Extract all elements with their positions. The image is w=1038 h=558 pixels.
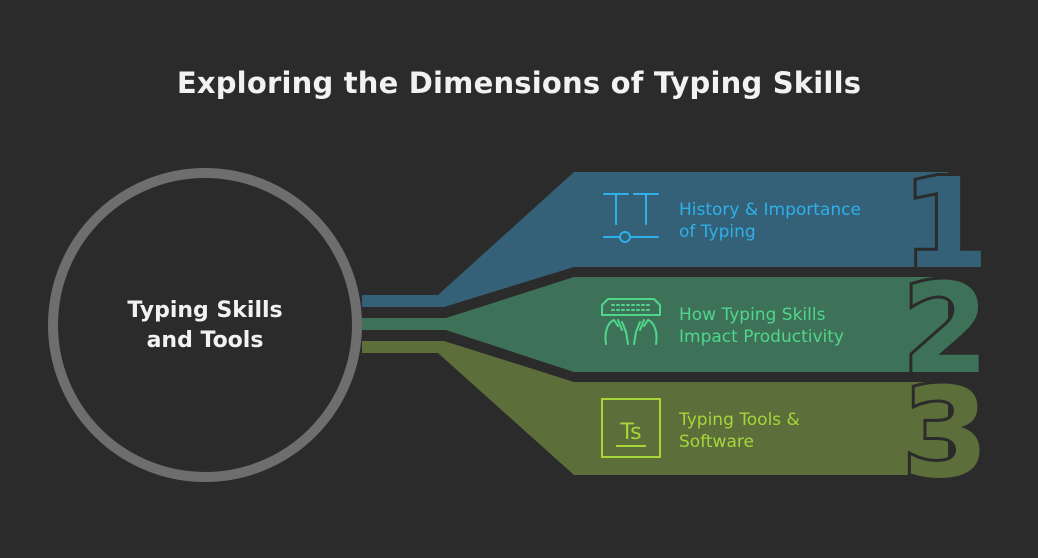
item-3-line2: Software xyxy=(679,432,754,452)
item-1-label: History & Importance of Typing xyxy=(679,199,899,243)
keyboard-hands-icon xyxy=(601,298,661,345)
item-2-label: How Typing Skills Impact Productivity xyxy=(679,304,899,348)
item-3-label: Typing Tools & Software xyxy=(679,409,899,453)
svg-text:Ts: Ts xyxy=(619,420,641,445)
band-3 xyxy=(362,341,948,475)
diagram-title: Exploring the Dimensions of Typing Skill… xyxy=(176,66,862,100)
center-label: Typing Skills and Tools xyxy=(95,296,315,356)
center-label-line1: Typing Skills xyxy=(127,298,283,323)
item-2-line2: Impact Productivity xyxy=(679,327,844,347)
number-3: 3 xyxy=(903,361,990,506)
item-3-line1: Typing Tools & xyxy=(679,410,800,430)
number-2: 2 xyxy=(903,257,990,402)
ts-file-icon: Ts xyxy=(601,398,661,458)
text-type-icon xyxy=(603,193,659,243)
center-label-line2: and Tools xyxy=(146,328,264,353)
item-2-line1: How Typing Skills xyxy=(679,305,826,325)
item-1-line1: History & Importance xyxy=(679,200,861,220)
number-1: 1 xyxy=(903,152,990,297)
band-1 xyxy=(362,172,948,307)
item-1-line2: of Typing xyxy=(679,222,756,242)
band-2 xyxy=(362,277,948,372)
center-circle xyxy=(48,168,362,482)
